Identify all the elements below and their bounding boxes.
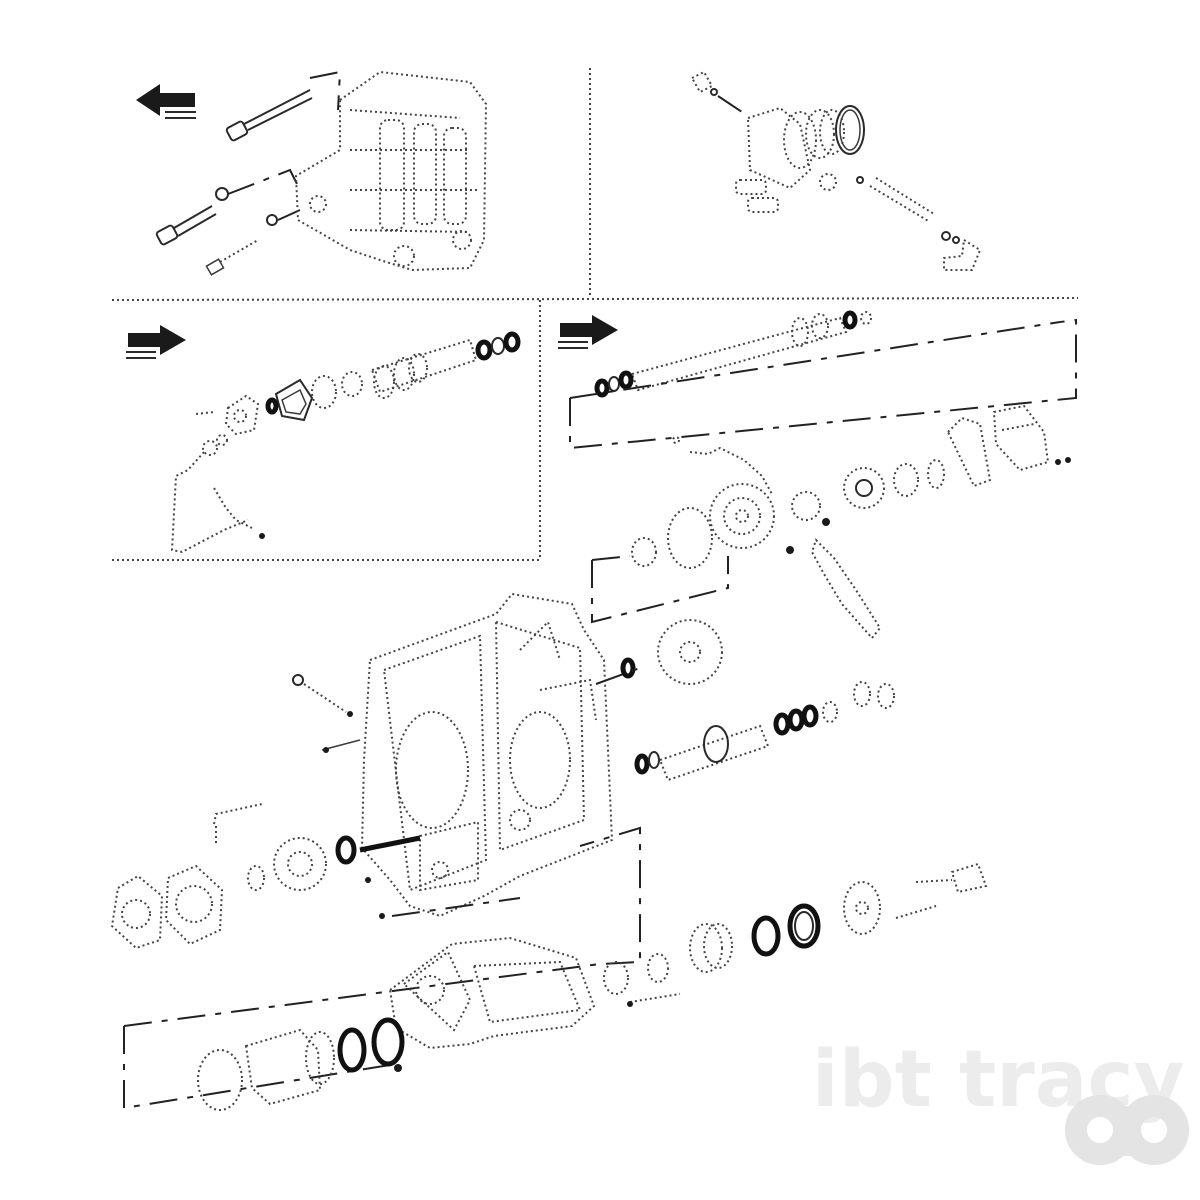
bearing	[877, 683, 895, 709]
input-shaft	[370, 338, 478, 399]
pipe-bracket	[672, 436, 773, 495]
o-ring	[618, 370, 634, 390]
o-ring	[801, 704, 819, 728]
leader-line	[717, 95, 749, 117]
gasket	[667, 507, 713, 569]
direction-arrow-icon	[136, 84, 196, 119]
small-bolt-set	[627, 993, 681, 1007]
washer	[215, 187, 229, 201]
gasket	[197, 1049, 243, 1111]
leader-line	[309, 70, 342, 111]
seal-ring	[265, 397, 279, 415]
screw-plug	[690, 70, 718, 96]
direction-arrow-icon	[558, 315, 618, 349]
bracket-line	[569, 321, 1061, 399]
long-bolt	[225, 89, 313, 142]
seal-ring	[952, 236, 960, 244]
housing-bolts	[292, 674, 361, 753]
bracket-line	[569, 318, 1077, 450]
o-ring	[648, 751, 660, 769]
gear-set	[791, 459, 945, 521]
drive-gear	[273, 837, 327, 891]
o-ring	[787, 903, 821, 949]
elbow-fitting	[943, 238, 982, 271]
washer	[266, 214, 278, 226]
o-ring	[860, 311, 872, 325]
o-ring	[634, 753, 650, 775]
leader-line	[277, 209, 301, 221]
long-bolt-lower	[155, 205, 217, 246]
leader-line	[391, 897, 521, 917]
guard-plate	[946, 404, 1071, 488]
o-ring	[773, 712, 791, 736]
o-ring	[371, 1017, 405, 1067]
o-ring	[787, 708, 805, 732]
pin	[359, 835, 421, 853]
end-cover	[110, 874, 164, 950]
bracket-line	[123, 1026, 397, 1110]
spring-screw	[895, 862, 988, 919]
screw	[394, 1064, 402, 1072]
housing-cover	[274, 378, 314, 422]
main-shaft	[630, 313, 848, 392]
bearing	[822, 701, 838, 723]
cylinder-sleeve	[244, 1028, 335, 1106]
o-ring	[751, 915, 781, 957]
snap-ring	[620, 657, 636, 679]
small-screws	[195, 411, 228, 456]
transmission-housing	[360, 592, 614, 918]
gearbox-case	[388, 936, 596, 1050]
bearing	[631, 537, 657, 567]
bearing	[603, 961, 629, 995]
view-top-right	[690, 70, 982, 271]
bearing	[341, 371, 363, 397]
direction-arrow-icon	[126, 325, 186, 359]
view-middle-right	[558, 310, 1077, 640]
screw	[365, 877, 371, 883]
o-ring	[475, 339, 493, 361]
view-top-left	[136, 70, 488, 276]
pump-gear	[224, 394, 260, 436]
output-shaft	[658, 724, 770, 782]
screw	[379, 913, 385, 919]
fittings	[735, 173, 864, 213]
bearing	[311, 375, 337, 409]
o-ring	[491, 337, 505, 355]
lever-arm	[786, 518, 882, 640]
bracket-line	[591, 555, 631, 561]
bearing	[853, 681, 871, 707]
bearing-plate	[164, 864, 224, 946]
short-bolt	[205, 239, 259, 276]
o-ring	[594, 378, 610, 398]
pump-body	[746, 105, 865, 190]
seal-ring	[941, 231, 951, 241]
section-dividers	[111, 68, 1079, 561]
leader-line	[595, 667, 641, 685]
left-bolt	[213, 803, 263, 846]
leader-line	[227, 168, 301, 195]
view-main-assembly	[110, 592, 988, 1111]
seal-ring	[247, 865, 265, 891]
bearing	[647, 953, 669, 983]
flange-plate	[657, 619, 723, 685]
bracket-line	[591, 556, 729, 624]
snap-ring	[335, 835, 357, 865]
o-ring	[503, 331, 521, 353]
view-middle-left	[126, 325, 521, 554]
pump-cover	[709, 483, 775, 549]
o-ring	[842, 310, 858, 330]
pipe-tube	[869, 177, 935, 223]
o-ring	[337, 1027, 367, 1073]
ao-logo-icon	[1065, 1095, 1189, 1165]
o-ring	[608, 376, 620, 392]
piston-cover	[843, 881, 881, 935]
bracket-line	[123, 826, 641, 1027]
o-ring	[794, 911, 814, 941]
hose-line	[170, 451, 265, 554]
clutch-pack	[689, 923, 733, 973]
valve-housing	[294, 70, 488, 272]
